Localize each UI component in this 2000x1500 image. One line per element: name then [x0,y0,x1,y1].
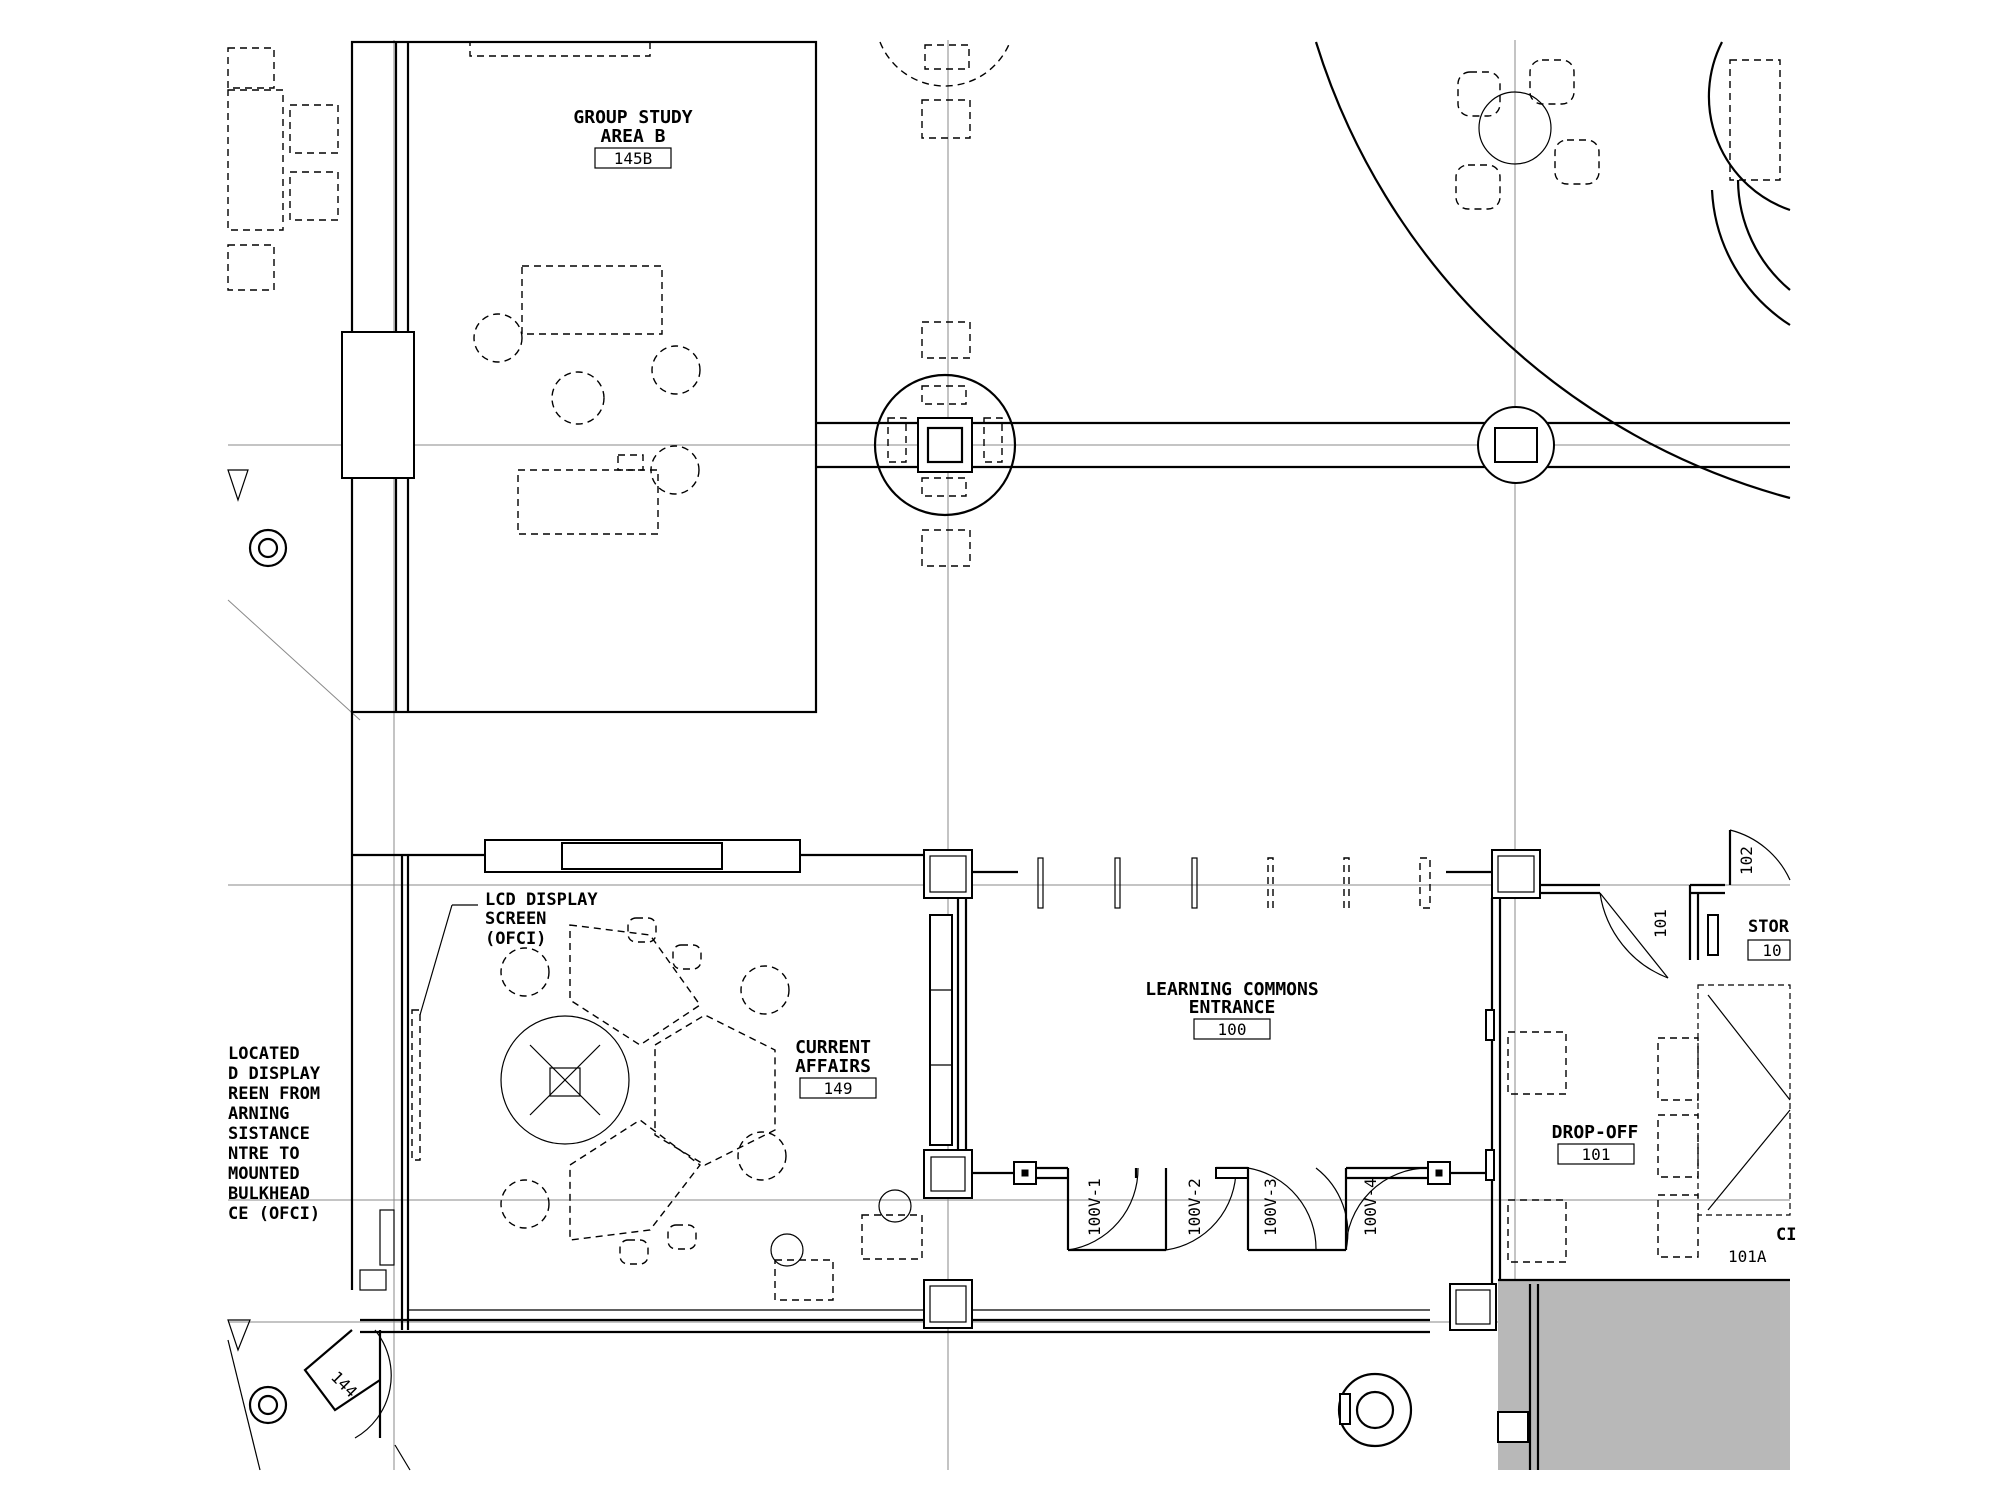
svg-text:REEN FROM: REEN FROM [228,1084,320,1104]
current-affairs-east-wall [929,898,968,1150]
svg-text:MOUNTED: MOUNTED [228,1164,300,1184]
svg-text:NTRE TO: NTRE TO [228,1144,300,1164]
drop-off-room [1485,829,1791,1284]
group-study-area-b [341,40,818,714]
svg-text:GROUP STUDY: GROUP STUDY [573,107,692,128]
svg-text:LEARNING COMMONS: LEARNING COMMONS [1145,979,1318,1000]
svg-text:101: 101 [1651,909,1670,938]
chair-icon [879,41,1011,567]
svg-text:101: 101 [1582,1145,1611,1164]
svg-text:10: 10 [1762,941,1781,960]
angled-wall [227,1339,261,1471]
svg-text:AREA B: AREA B [600,126,665,147]
svg-text:SISTANCE: SISTANCE [228,1124,310,1144]
svg-text:AFFAIRS: AFFAIRS [795,1056,871,1077]
column-icon [923,849,1541,1331]
left-wall-details [359,1209,395,1291]
svg-text:100: 100 [1218,1020,1247,1039]
svg-text:CURRENT: CURRENT [795,1037,871,1058]
column-icon [1476,406,1556,484]
svg-text:101A: 101A [1728,1247,1767,1266]
svg-text:LOCATED: LOCATED [228,1044,300,1064]
drop-off-door-tags: 101 102 101A [1651,846,1767,1266]
existing-building-area [1497,1278,1790,1470]
vestibule-doors [972,1161,1492,1252]
left-seating-cluster [227,47,339,291]
svg-text:CE (OFCI): CE (OFCI) [228,1204,320,1224]
curved-wall-arc [1314,41,1791,500]
svg-text:ENTRANCE: ENTRANCE [1189,997,1276,1018]
svg-text:BULKHEAD: BULKHEAD [228,1184,310,1204]
current-affairs-label: CURRENT AFFAIRS 149 [795,1037,877,1099]
reading-ring [1707,41,1791,326]
svg-text:100V-4: 100V-4 [1361,1178,1380,1236]
svg-text:ARNING: ARNING [228,1104,289,1124]
grid-lines [227,40,1790,1470]
svg-text:SCREEN: SCREEN [485,909,546,929]
svg-text:145B: 145B [614,149,653,168]
svg-text:102: 102 [1737,846,1756,875]
svg-text:149: 149 [824,1079,853,1098]
svg-text:100V-2: 100V-2 [1185,1178,1204,1236]
drop-off-label: DROP-OFF 101 STOR 10 CI [1552,917,1797,1245]
round-table-4-chairs [1455,59,1600,210]
tree-icon [227,469,288,1425]
svg-text:STOR: STOR [1748,917,1790,937]
corridor-beam [816,421,1790,469]
group-study-label: GROUP STUDY AREA B 145B [573,107,693,169]
entrance-glazing [972,857,1492,909]
svg-text:DROP-OFF: DROP-OFF [1552,1122,1639,1143]
relocate-display-note: LOCATED D DISPLAY REEN FROM ARNING SISTA… [228,1044,321,1224]
svg-text:100V-3: 100V-3 [1261,1178,1280,1236]
svg-text:LCD DISPLAY: LCD DISPLAY [485,890,598,910]
current-affairs-room [350,712,1430,1334]
door-144: 144 [303,1329,392,1439]
lcd-display-note: LCD DISPLAY SCREEN (OFCI) [419,890,598,1016]
current-affairs-furniture [500,917,923,1301]
svg-text:CI: CI [1776,1225,1796,1245]
entrance-label: LEARNING COMMONS ENTRANCE 100 [1145,979,1319,1040]
angled-wall [394,1444,411,1471]
svg-text:100V-1: 100V-1 [1085,1178,1104,1236]
vestibule-door-tags: 100V-1 100V-2 100V-3 100V-4 [1085,1178,1380,1236]
svg-text:D DISPLAY: D DISPLAY [228,1064,321,1084]
column-icon [1337,1372,1413,1448]
svg-text:(OFCI): (OFCI) [485,929,546,949]
round-table-icon [873,373,1017,517]
